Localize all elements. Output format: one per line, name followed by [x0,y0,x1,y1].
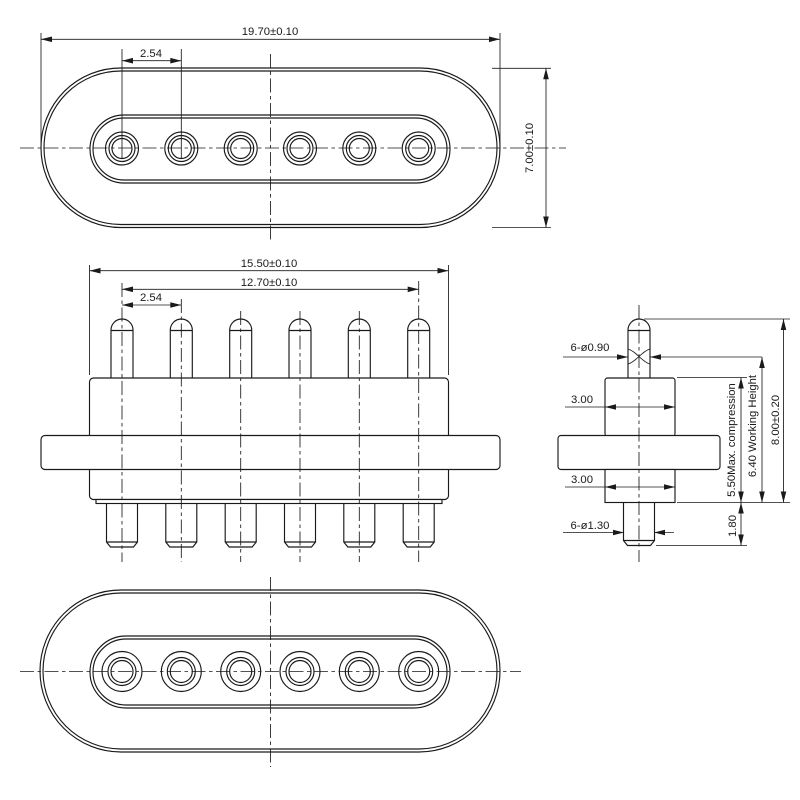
arrowhead [543,216,549,228]
arrowhead [738,377,744,389]
housing-inner-outline [42,592,498,750]
dim-plunger-diameter: 6-ø0.90 [571,342,610,354]
dim-insulator-width: 15.50±0.10 [241,258,297,270]
arrowhead [780,319,787,330]
body-bottom-step [95,498,443,505]
dim-solder-tail-diameter: 6-ø1.30 [571,520,610,532]
dim-solder-tail-length: 1.80 [727,515,739,537]
arrowhead [437,267,449,274]
arrowhead [617,354,628,360]
dim-overall-height: 8.00±0.20 [770,395,782,445]
bottom-view-centerlines [20,577,521,767]
front-view: 15.50±0.10 12.70±0.10 2.54 [40,258,501,562]
dim-lower-body-width: 3.00 [571,474,593,486]
arrowhead [170,302,182,308]
arrowhead [650,354,661,360]
dim-pin-pitch: 2.54 [140,292,162,304]
arrowhead [738,491,744,503]
arrowhead [407,286,419,293]
mounting-flange [40,434,501,471]
arrowhead [738,534,744,546]
dim-overall-depth: 7.00±0.10 [524,123,536,173]
side-view-dimensions: 6-ø0.90 3.00 3.00 6-ø1.30 [563,318,790,546]
arrowhead [759,491,765,503]
bottom-view [20,577,521,767]
dim-overall-width: 19.70±0.10 [242,26,298,38]
top-view-dimensions: 19.70±0.10 2.54 7.00±0.10 [40,26,551,228]
bottom-view-outline [39,589,501,753]
arrowhead [780,491,787,503]
dim-working-height: 6.40 Working Height [747,374,759,477]
housing-outline [39,589,501,753]
arrowhead [759,357,765,368]
slot-inner-outline [92,638,448,706]
arrowhead [489,36,500,43]
front-view-pins [110,318,431,379]
dim-pin-span: 12.70±0.10 [241,277,297,289]
lower-body [604,468,676,504]
dim-upper-body-width: 3.00 [571,394,593,406]
side-view: 6-ø0.90 3.00 3.00 6-ø1.30 [557,305,790,562]
dim-hole-pitch: 2.54 [140,48,162,60]
front-view-dimensions: 15.50±0.10 12.70±0.10 2.54 [89,258,449,375]
arrowhead [613,529,624,536]
top-view-centerlines [20,54,566,242]
arrowhead [122,57,133,64]
arrowhead [654,529,665,536]
dim-max-compression: 5.50Max. compression [726,383,738,497]
arrowhead [89,267,101,274]
slot-inner-outline [92,117,448,181]
arrowhead [122,286,133,293]
arrowhead [738,502,744,514]
arrowhead [122,302,133,308]
slot-outline [89,114,451,184]
arrowhead [41,36,52,43]
front-view-centerlines [121,281,420,562]
arrowhead [170,57,182,64]
front-view-solder-tails [105,502,435,548]
top-view: 19.70±0.10 2.54 7.00±0.10 [20,26,566,242]
slot-outline [89,635,451,709]
arrowhead [543,68,549,80]
